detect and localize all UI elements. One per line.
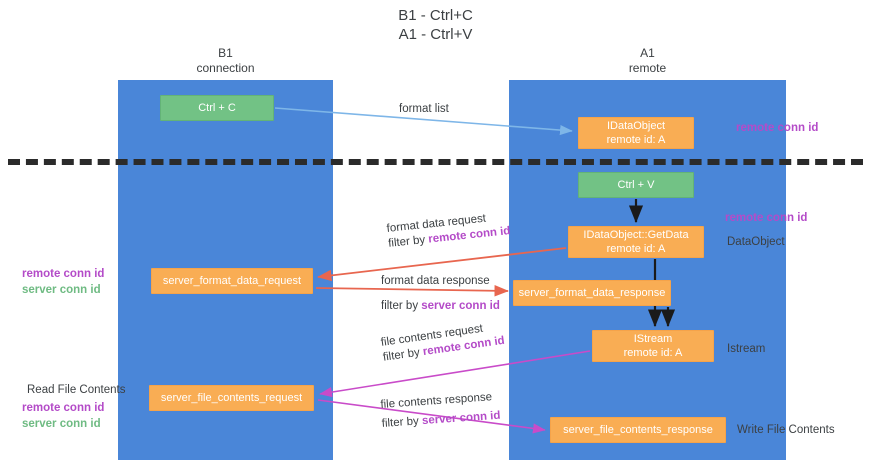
page-title: B1 - Ctrl+C A1 - Ctrl+V — [0, 6, 871, 44]
label-format-data-response: format data response — [381, 275, 490, 287]
box-idataobject-getdata[interactable]: IDataObject::GetData remote id: A — [568, 226, 704, 258]
box-idataobject[interactable]: IDataObject remote id: A — [578, 117, 694, 149]
box-idataobject-getdata-subtitle: remote id: A — [606, 243, 666, 255]
box-server-file-contents-response-label: server_file_contents_response — [563, 424, 713, 436]
label-left-server-conn-id-2: server conn id — [22, 418, 101, 430]
lane-header-a1-name: A1 — [640, 46, 655, 60]
filter-prefix: filter by — [382, 346, 424, 364]
label-file-contents-response-group: file contents response filter by server … — [380, 390, 501, 430]
phase-separator-dashed-line — [8, 159, 863, 165]
box-idataobject-title: IDataObject — [606, 120, 666, 132]
lane-header-b1-sub: connection — [196, 61, 255, 75]
box-ctrl-v-label: Ctrl + V — [617, 179, 655, 191]
lane-header-a1-sub: remote — [628, 61, 667, 75]
label-format-data-response-group: format data response filter by server co… — [381, 274, 500, 312]
box-server-format-data-request[interactable]: server_format_data_request — [151, 268, 313, 294]
box-server-file-contents-request[interactable]: server_file_contents_request — [149, 385, 314, 411]
filter-key-server-conn-id: server conn id — [421, 409, 501, 428]
box-ctrl-v[interactable]: Ctrl + V — [578, 172, 694, 198]
lane-header-b1-name: B1 — [218, 46, 233, 60]
label-read-file-contents: Read File Contents — [27, 384, 126, 396]
label-format-list: format list — [399, 103, 449, 115]
title-line-2: A1 - Ctrl+V — [398, 26, 473, 43]
label-format-data-response-filter: filter by server conn id — [381, 299, 500, 314]
label-conn-ids-group-2: remote conn id server conn id — [22, 401, 104, 431]
label-conn-ids-group-1: remote conn id server conn id — [22, 267, 104, 297]
label-istream: Istream — [727, 343, 766, 355]
label-write-file-contents: Write File Contents — [737, 424, 835, 436]
box-server-file-contents-response[interactable]: server_file_contents_response — [550, 417, 726, 443]
box-istream[interactable]: IStream remote id: A — [592, 330, 714, 362]
box-istream-subtitle: remote id: A — [623, 347, 683, 359]
label-remote-conn-id-mid: remote conn id — [725, 212, 808, 224]
box-server-format-data-response[interactable]: server_format_data_response — [513, 280, 671, 306]
label-dataobject: DataObject — [727, 236, 785, 248]
box-ctrl-c[interactable]: Ctrl + C — [160, 95, 274, 121]
lane-header-a1: A1 remote — [509, 46, 786, 76]
filter-prefix: filter by — [387, 233, 429, 250]
box-server-format-data-response-label: server_format_data_response — [518, 287, 666, 299]
box-idataobject-getdata-title: IDataObject::GetData — [583, 229, 689, 241]
lane-header-b1: B1 connection — [118, 46, 333, 76]
box-server-file-contents-request-label: server_file_contents_request — [160, 392, 303, 404]
filter-key-server-conn-id: server conn id — [421, 300, 500, 312]
label-format-data-request-group: format data request filter by remote con… — [386, 209, 511, 252]
label-file-contents-request-group: file contents request filter by remote c… — [380, 319, 506, 366]
box-istream-title: IStream — [633, 333, 673, 345]
box-ctrl-c-label: Ctrl + C — [198, 102, 236, 114]
filter-prefix: filter by — [381, 415, 423, 430]
filter-prefix: filter by — [381, 300, 422, 312]
label-left-server-conn-id-1: server conn id — [22, 284, 101, 296]
box-server-format-data-request-label: server_format_data_request — [162, 275, 302, 287]
box-idataobject-subtitle: remote id: A — [606, 134, 666, 146]
label-file-contents-response-filter: filter by server conn id — [381, 409, 501, 432]
label-remote-conn-id-top: remote conn id — [736, 122, 819, 134]
label-left-remote-conn-id-1: remote conn id — [22, 268, 105, 280]
label-left-remote-conn-id-2: remote conn id — [22, 402, 105, 414]
title-line-1: B1 - Ctrl+C — [398, 7, 473, 24]
